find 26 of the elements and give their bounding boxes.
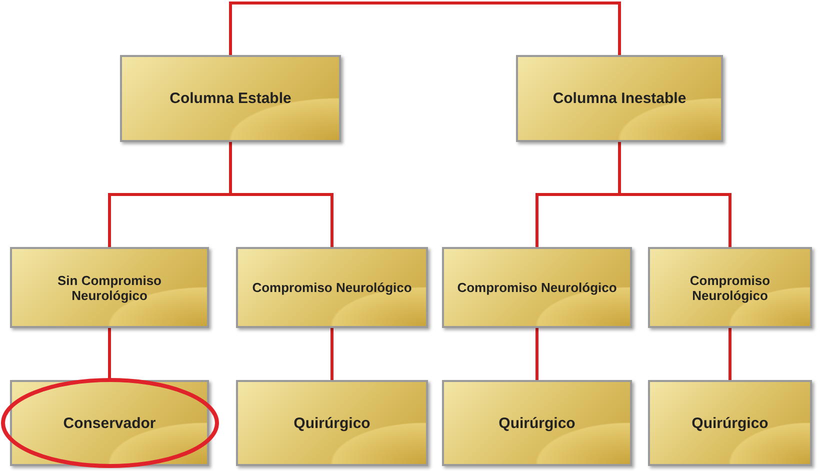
category-box xyxy=(442,247,632,328)
category-box xyxy=(236,247,428,328)
box-label: Sin Compromiso Neurológico xyxy=(56,272,162,302)
connector-line xyxy=(229,142,334,247)
category-box xyxy=(516,55,723,142)
box-label: Columna Estable xyxy=(168,90,292,107)
box-label: Conservador xyxy=(62,414,157,432)
category-box xyxy=(236,380,428,466)
category-box xyxy=(648,380,812,466)
box-label: Quirúrgico xyxy=(292,414,372,432)
box-label: Compromiso Neurológico xyxy=(456,280,618,295)
box-label: Quirúrgico xyxy=(498,414,576,432)
connector-line xyxy=(536,328,538,380)
connector-line xyxy=(618,142,732,247)
box-label: Compromiso Neurológico xyxy=(688,272,772,302)
connector-line xyxy=(108,328,111,380)
category-box xyxy=(648,247,812,328)
connector-line xyxy=(728,328,732,380)
box-label: Quirúrgico xyxy=(690,414,770,432)
category-box xyxy=(10,247,209,328)
box-label: Columna Inestable xyxy=(552,90,688,107)
connector-line xyxy=(229,2,621,55)
connector-line xyxy=(330,328,334,380)
category-box xyxy=(120,55,341,142)
category-box xyxy=(442,380,632,466)
box-label: Compromiso Neurológico xyxy=(251,280,413,295)
